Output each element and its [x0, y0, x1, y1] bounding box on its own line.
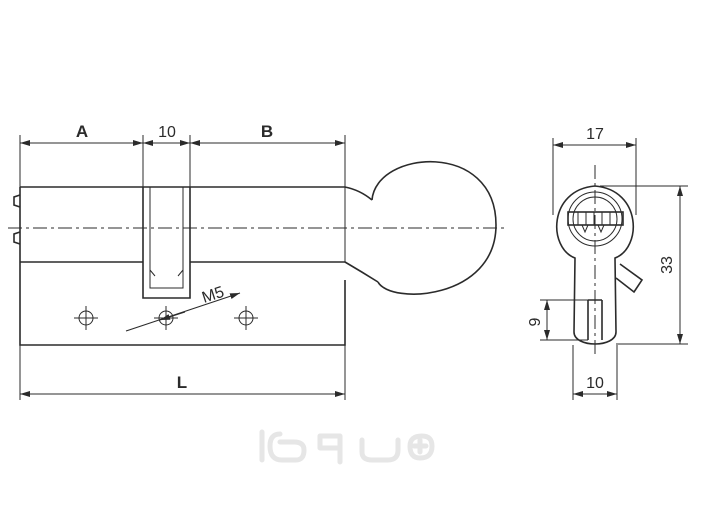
dim-slot-width-label: 10 — [586, 375, 604, 392]
m5-leader-line — [125, 292, 241, 332]
watermark-logo — [259, 429, 435, 465]
screw-hole-right — [234, 306, 258, 330]
dim-cam-label: 10 — [158, 124, 176, 141]
dim-slot-height-label: 9 — [527, 317, 544, 326]
dim-width-label: 17 — [586, 126, 604, 143]
dim-a-label: A — [76, 122, 88, 141]
thumb-turn-knob — [371, 161, 497, 295]
dim-b-label: B — [261, 122, 273, 141]
dim-screw-label: M5 — [200, 284, 226, 307]
cam — [615, 263, 644, 294]
knob-neck — [344, 186, 379, 283]
screw-hole-left — [74, 306, 98, 330]
dim-height-label: 33 — [659, 256, 676, 274]
dim-l-label: L — [177, 373, 187, 392]
side-view: M5 A 10 B L — [8, 122, 508, 400]
cylinder-profile-outline — [555, 185, 635, 345]
key-end-detail — [13, 194, 21, 245]
end-view: 17 33 9 10 — [527, 126, 688, 400]
cam-slot — [142, 187, 191, 299]
